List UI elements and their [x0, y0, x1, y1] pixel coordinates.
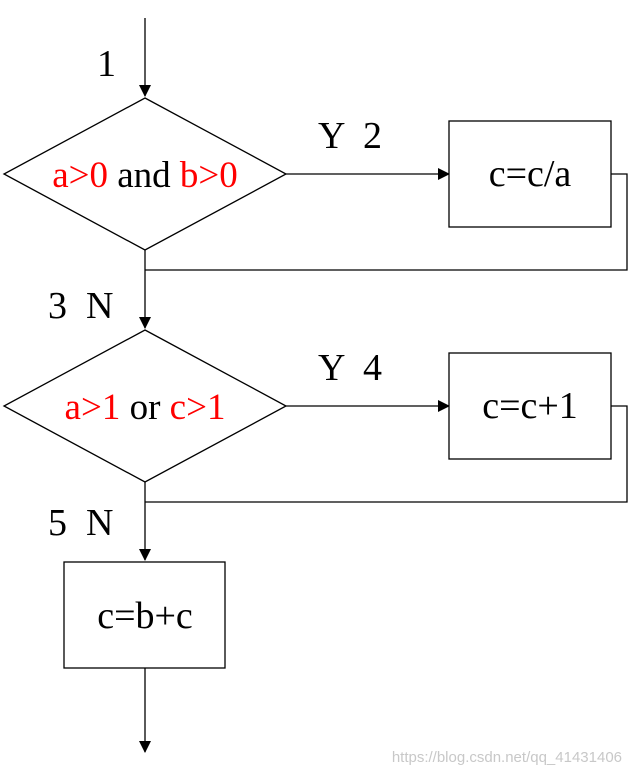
decision-1-cond-b: b>0 — [180, 155, 238, 196]
decision-1-no-label: 3 N — [48, 285, 113, 327]
decision-2-yes-label: Y 4 — [318, 347, 382, 389]
decision-1-cond-a: a>0 — [52, 155, 108, 196]
process-box-2-label: c=c+1 — [482, 385, 578, 427]
process-box-1-label: c=c/a — [489, 153, 572, 195]
decision-1-joiner: and — [108, 155, 180, 196]
entry-label: 1 — [97, 43, 116, 85]
process-box-3-label: c=b+c — [97, 595, 193, 637]
decision-1-yes-label: Y 2 — [318, 115, 382, 157]
process-box-3 — [63, 561, 226, 669]
process-box-1 — [448, 120, 612, 228]
decision-2-cond-b: c>1 — [170, 387, 226, 428]
decision-1-condition: a>0 and b>0 — [52, 155, 238, 196]
decision-2-cond-a: a>1 — [65, 387, 121, 428]
decision-2-joiner: or — [120, 387, 169, 428]
process-box-2 — [448, 352, 612, 460]
decision-2-no-label: 5 N — [48, 502, 113, 544]
merge-line-1 — [145, 173, 628, 271]
watermark-text: https://blog.csdn.net/qq_41431406 — [392, 749, 622, 766]
merge-line-2 — [145, 405, 628, 503]
decision-2-condition: a>1 or c>1 — [65, 387, 226, 428]
